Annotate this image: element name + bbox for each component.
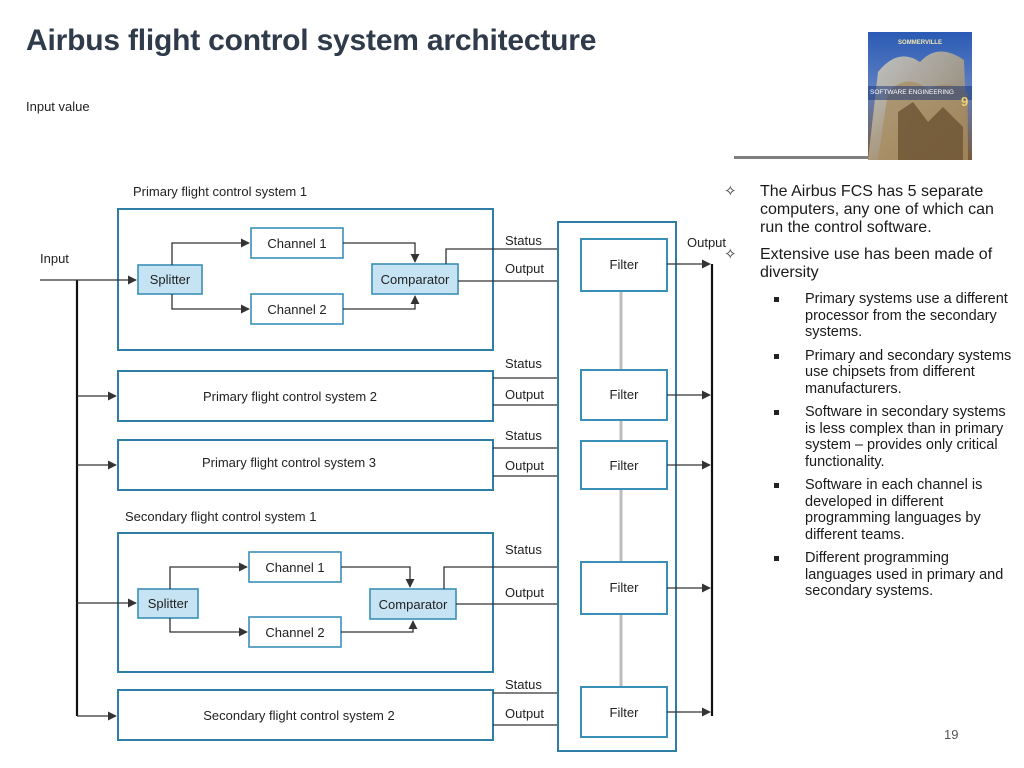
output-label: Output xyxy=(687,235,726,250)
filter-box-5 xyxy=(580,686,668,738)
bullet-item-2: ✧ Extensive use has been made of diversi… xyxy=(724,246,1014,282)
filter-label-2: Filter xyxy=(610,387,640,402)
channel-2-box-primary xyxy=(250,293,344,325)
channel-2-label-secondary: Channel 2 xyxy=(265,625,324,640)
filter-label-4: Filter xyxy=(610,580,640,595)
bullet-text-2: Extensive use has been made of diversity xyxy=(760,246,993,281)
secondary-system-2-box xyxy=(117,689,494,741)
comparator-label-primary: Comparator xyxy=(381,272,450,287)
primary-system-2-box xyxy=(117,370,494,422)
square-bullet-icon xyxy=(774,483,779,488)
sub-bullet-item-5: Different programming languages used in … xyxy=(724,550,1014,600)
sub-bullet-text-3: Software in secondary systems is less co… xyxy=(805,404,1006,470)
book-title-text: SOFTWARE ENGINEERING xyxy=(870,89,954,96)
sub-bullet-item-3: Software in secondary systems is less co… xyxy=(724,404,1014,470)
output-port-label-5: Output xyxy=(505,706,544,721)
splitter-box-primary xyxy=(137,264,203,295)
sub-bullet-text-4: Software in each channel is developed in… xyxy=(805,477,983,543)
comparator-box-primary xyxy=(371,263,459,295)
filter-label-1: Filter xyxy=(610,257,640,272)
primary-system-1-label: Primary flight control system 1 xyxy=(133,184,307,199)
sub-bullet-text-1: Primary systems use a different processo… xyxy=(805,291,1008,340)
output-port-label-1: Output xyxy=(505,261,544,276)
splitter-label-secondary: Splitter xyxy=(148,596,189,611)
sub-bullet-item-2: Primary and secondary systems use chipse… xyxy=(724,348,1014,398)
book-cover-image: SOMMERVILLE SOFTWARE ENGINEERING 9 xyxy=(868,32,972,160)
sub-bullet-item-1: Primary systems use a different processo… xyxy=(724,291,1014,341)
primary-system-3-label: Primary flight control system 3 xyxy=(202,455,376,470)
splitter-box-secondary xyxy=(137,588,199,619)
status-label-1: Status xyxy=(505,233,542,248)
channel-1-label-primary: Channel 1 xyxy=(267,236,326,251)
sub-bullet-text-2: Primary and secondary systems use chipse… xyxy=(805,347,1012,397)
bullet-list: ✧ The Airbus FCS has 5 separate computer… xyxy=(724,183,1014,607)
output-port-label-2: Output xyxy=(505,387,544,402)
slide-title: Airbus flight control system architectur… xyxy=(26,24,597,57)
channel-2-box-secondary xyxy=(248,616,342,648)
filter-label-3: Filter xyxy=(610,458,640,473)
channel-1-label-secondary: Channel 1 xyxy=(265,560,324,575)
secondary-system-2-label: Secondary flight control system 2 xyxy=(203,708,394,723)
filter-box-3 xyxy=(580,440,668,490)
sub-bullet-item-4: Software in each channel is developed in… xyxy=(724,477,1014,543)
diamond-bullet-icon: ✧ xyxy=(724,246,737,263)
input-label: Input xyxy=(40,251,69,266)
diamond-bullet-icon: ✧ xyxy=(724,183,737,200)
bullet-item-1: ✧ The Airbus FCS has 5 separate computer… xyxy=(724,183,1014,237)
page-number: 19 xyxy=(944,727,959,742)
channel-2-label-primary: Channel 2 xyxy=(267,302,326,317)
status-label-2: Status xyxy=(505,356,542,371)
primary-system-3-box xyxy=(117,439,494,491)
status-label-3: Status xyxy=(505,428,542,443)
output-port-label-3: Output xyxy=(505,458,544,473)
status-label-4: Status xyxy=(505,542,542,557)
diagram-caption: Input value xyxy=(26,99,90,114)
square-bullet-icon xyxy=(774,556,779,561)
channel-1-box-primary xyxy=(250,227,344,259)
bullet-text-1: The Airbus FCS has 5 separate computers,… xyxy=(760,183,994,236)
comparator-label-secondary: Comparator xyxy=(379,597,448,612)
splitter-label-primary: Splitter xyxy=(150,272,191,287)
book-series-text: SOMMERVILLE xyxy=(898,40,942,46)
filter-box-4 xyxy=(580,561,668,615)
primary-system-2-label: Primary flight control system 2 xyxy=(203,389,377,404)
sub-bullet-text-5: Different programming languages used in … xyxy=(805,550,1004,599)
filter-label-5: Filter xyxy=(610,705,640,720)
cover-divider xyxy=(734,156,868,159)
secondary-system-1-label: Secondary flight control system 1 xyxy=(125,509,316,524)
square-bullet-icon xyxy=(774,353,779,359)
square-bullet-icon xyxy=(774,410,779,415)
output-port-label-4: Output xyxy=(505,585,544,600)
status-label-5: Status xyxy=(505,677,542,692)
book-edition-text: 9 xyxy=(961,94,968,109)
filter-box-1 xyxy=(580,238,668,292)
comparator-box-secondary xyxy=(369,588,457,620)
square-bullet-icon xyxy=(774,297,779,302)
sub-bullet-list: Primary systems use a different processo… xyxy=(724,291,1014,600)
